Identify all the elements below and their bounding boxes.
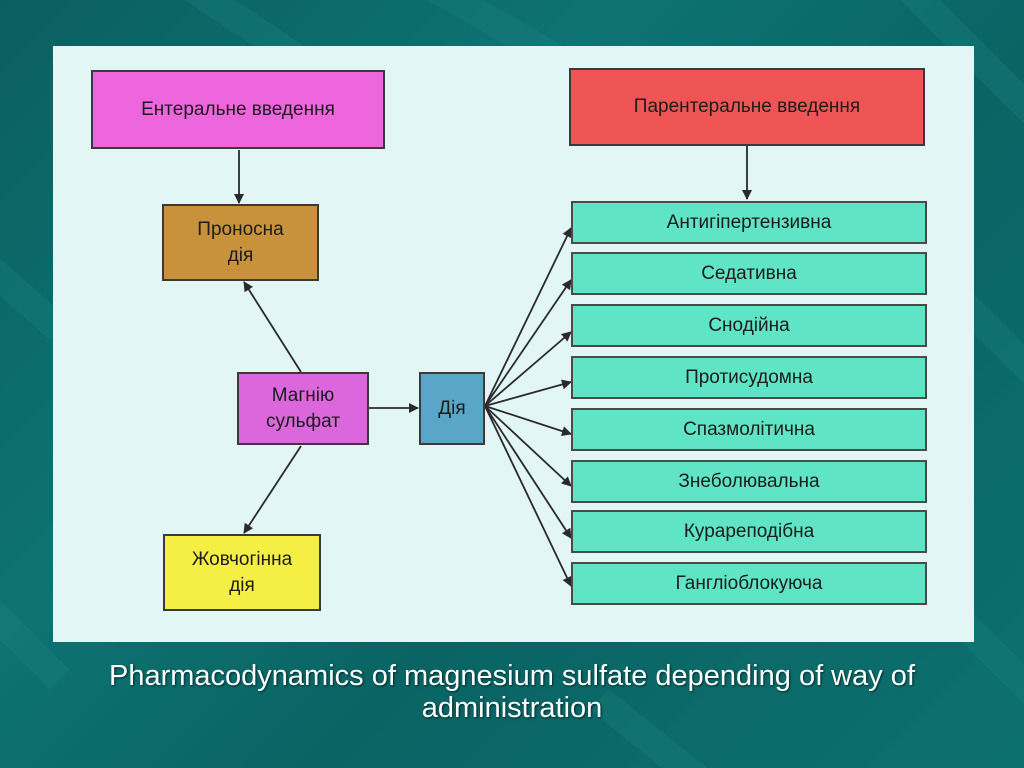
laxative-box: Проносна дія bbox=[162, 204, 319, 281]
arrow-action-to-effect-7 bbox=[484, 405, 572, 539]
effect-label: Протисудомна bbox=[685, 366, 813, 388]
enteral-box: Ентеральне введення bbox=[91, 70, 385, 149]
effect-label: Седативна bbox=[701, 262, 797, 284]
arrow-action-to-effect-3 bbox=[484, 331, 572, 407]
effect-box: Спазмолітична bbox=[571, 408, 927, 451]
effect-box: Протисудомна bbox=[571, 356, 927, 399]
effect-label: Снодійна bbox=[708, 314, 790, 336]
enteral-label: Ентеральне введення bbox=[141, 98, 335, 120]
parenteral-label: Парентеральне введення bbox=[633, 96, 861, 118]
effect-box: Антигіпертензивна bbox=[571, 201, 927, 244]
effect-label: Спазмолітична bbox=[683, 418, 815, 440]
parenteral-box: Парентеральне введення bbox=[569, 68, 925, 146]
effect-label: Курареподібна bbox=[683, 520, 815, 542]
connector-arrows bbox=[234, 146, 752, 587]
action-label: Дія bbox=[438, 397, 466, 419]
arrow-action-to-effect-8 bbox=[484, 405, 572, 587]
slide-caption: Pharmacodynamics of magnesium sulfate de… bbox=[109, 660, 915, 724]
arrow-action-to-effect-4 bbox=[484, 379, 572, 407]
arrow-action-to-effect-6 bbox=[484, 405, 572, 487]
effect-label: Гангліоблокуюча bbox=[675, 572, 823, 594]
arrow-magnesium-to-laxative bbox=[243, 281, 302, 373]
magnesium-sulfate-label: Магнію сульфат bbox=[265, 384, 341, 432]
effect-box: Седативна bbox=[571, 252, 927, 295]
effect-label: Антигіпертензивна bbox=[666, 211, 832, 233]
effect-label: Знеболювальна bbox=[678, 470, 820, 492]
effect-box: Знеболювальна bbox=[571, 460, 927, 503]
effect-box: Курареподібна bbox=[571, 510, 927, 553]
effect-box: Гангліоблокуюча bbox=[571, 562, 927, 605]
laxative-label: Проносна дія bbox=[197, 218, 284, 266]
arrow-magnesium-to-choleretic bbox=[243, 445, 302, 534]
action-box: Дія bbox=[419, 372, 485, 445]
magnesium-sulfate-box: Магнію сульфат bbox=[237, 372, 369, 445]
arrow-action-to-effect-1 bbox=[484, 227, 572, 407]
arrow-action-to-effect-2 bbox=[484, 279, 572, 407]
diagram-panel: Ентеральне введення Парентеральне введен… bbox=[53, 46, 974, 642]
choleretic-box: Жовчогінна дія bbox=[163, 534, 321, 611]
choleretic-label: Жовчогінна дія bbox=[191, 548, 293, 596]
effect-box: Снодійна bbox=[571, 304, 927, 347]
arrow-action-to-effect-5 bbox=[484, 405, 572, 436]
